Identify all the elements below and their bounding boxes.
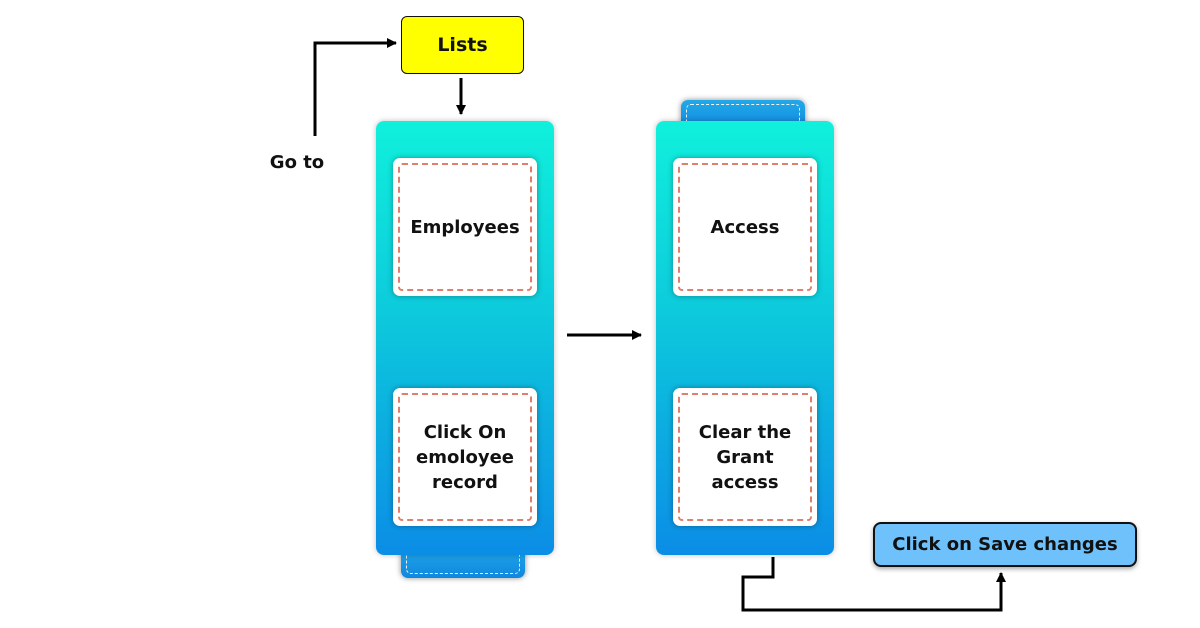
employees-card: Employees	[393, 158, 537, 296]
access-card: Access	[673, 158, 817, 296]
lists-node-label: Lists	[437, 34, 488, 56]
goto-arrow	[313, 38, 397, 136]
panel-to-save-arrow	[741, 557, 1006, 612]
goto-label: Go to	[269, 152, 325, 173]
employee-record-card: Click On emoloyee record	[393, 388, 537, 526]
lists-node: Lists	[401, 16, 524, 74]
access-card-label: Access	[678, 163, 812, 291]
employee-record-card-label: Click On emoloyee record	[398, 393, 532, 521]
clear-grant-card: Clear the Grant access	[673, 388, 817, 526]
employees-card-label: Employees	[398, 163, 532, 291]
save-changes-box: Click on Save changes	[873, 522, 1137, 567]
clear-grant-card-label: Clear the Grant access	[678, 393, 812, 521]
save-changes-label: Click on Save changes	[892, 534, 1118, 555]
